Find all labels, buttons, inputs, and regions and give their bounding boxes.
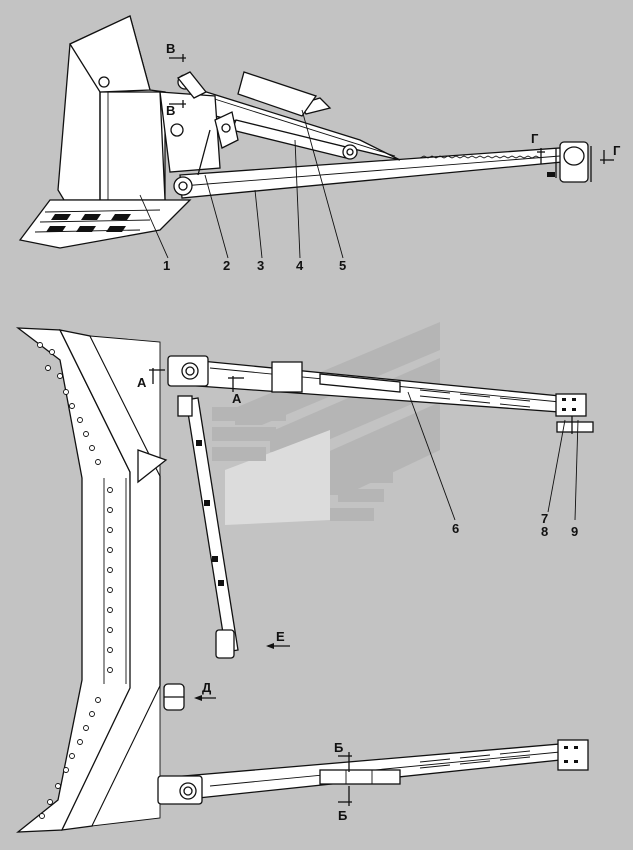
callout-3: 3 — [257, 258, 264, 273]
section-mark-v-bottom: В — [166, 103, 175, 118]
callout-1: 1 — [163, 258, 170, 273]
view-arrow-e: Е — [266, 629, 290, 649]
section-mark-g-left: Г — [531, 131, 539, 146]
view-mark-e: Е — [276, 629, 285, 644]
section-mark-v: В В — [166, 41, 186, 118]
view-arrow-d: Д — [194, 680, 216, 701]
watermark-bar-1 — [212, 407, 286, 421]
section-mark-a-right: А — [232, 391, 242, 406]
plan-leaders — [407, 391, 579, 521]
callout-2: 2 — [223, 258, 230, 273]
watermark-chevron-outer — [235, 322, 440, 425]
callout-8: 8 — [541, 524, 548, 539]
section-mark-a-left: А — [137, 375, 147, 390]
lift-cylinder — [177, 395, 239, 659]
blade-plan — [15, 327, 168, 833]
watermark-chevron-inner — [305, 402, 440, 495]
callout-6: 6 — [452, 521, 459, 536]
component-box — [237, 71, 318, 117]
watermark-stem — [225, 430, 330, 525]
trunnion-ball — [547, 141, 592, 183]
view-mark-d: Д — [202, 680, 212, 695]
side-view: В В Г Г 1 2 3 4 5 — [18, 15, 621, 273]
callout-9: 9 — [571, 524, 578, 539]
bracket-d — [163, 683, 185, 711]
section-mark-v-top: В — [166, 41, 175, 56]
watermark-logo — [212, 322, 440, 525]
section-mark-a: А А — [137, 368, 244, 406]
blade-holes — [37, 342, 113, 819]
upper-push-arm — [167, 355, 594, 434]
beam-teeth — [419, 155, 541, 159]
blade-side — [18, 15, 192, 249]
side-leaders — [139, 109, 344, 259]
lower-push-arm — [157, 739, 589, 805]
watermark-bar-3 — [212, 447, 266, 461]
callout-4: 4 — [296, 258, 304, 273]
section-mark-g: Г Г — [531, 131, 621, 164]
push-beam — [179, 147, 563, 199]
plan-view: А А Б Б Е Д 6 7 8 — [15, 327, 594, 833]
watermark-bar-2 — [212, 427, 276, 441]
watermark-bar-6 — [330, 508, 374, 521]
section-mark-g-right: Г — [613, 143, 621, 158]
watermark-bar-5 — [338, 489, 384, 502]
callout-7: 7 — [541, 511, 548, 526]
watermark-bar-4 — [345, 470, 393, 483]
section-mark-b: Б Б — [334, 740, 352, 823]
pivot-bracket — [159, 71, 239, 196]
section-mark-b-top: Б — [334, 740, 343, 755]
section-mark-b-bottom: Б — [338, 808, 347, 823]
callout-5: 5 — [339, 258, 346, 273]
